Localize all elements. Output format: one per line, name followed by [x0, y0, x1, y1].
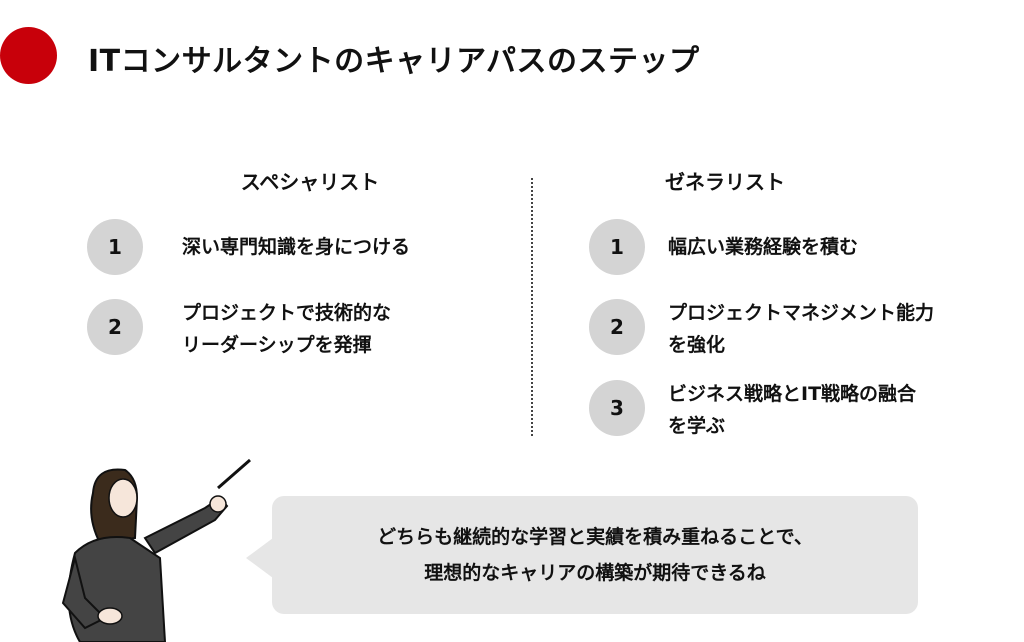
specialist-heading: スペシャリスト [240, 170, 380, 194]
presenter-woman-illustration [61, 458, 251, 642]
step-text: リーダーシップを発揮 [182, 334, 372, 356]
step-text: プロジェクトマネジメント能力 [668, 302, 935, 324]
red-circle-marker [0, 27, 57, 84]
step-text: 幅広い業務経験を積む [668, 236, 859, 258]
column-divider [531, 178, 533, 436]
specialist-step-2: プロジェクトで技術的なリーダーシップを発揮 [182, 297, 391, 361]
step-text: を強化 [668, 334, 726, 356]
step-number-badge: 1 [589, 219, 645, 275]
specialist-step-1: 深い専門知識を身につける [182, 231, 410, 263]
generalist-heading: ゼネラリスト [665, 170, 785, 194]
step-number-badge: 2 [87, 299, 143, 355]
step-text: 深い専門知識を身につける [182, 236, 411, 258]
step-text: ビジネス戦略とIT戦略の融合 [668, 383, 917, 405]
speech-bubble-tail [246, 538, 273, 578]
step-number-badge: 3 [589, 380, 645, 436]
step-number-badge: 2 [589, 299, 645, 355]
speech-line: どちらも継続的な学習と実績を積み重ねることで、 [377, 526, 813, 548]
page-title: ITコンサルタントのキャリアパスのステップ [88, 44, 700, 79]
speech-bubble: どちらも継続的な学習と実績を積み重ねることで、 理想的なキャリアの構築が期待でき… [272, 496, 918, 614]
step-text: プロジェクトで技術的な [182, 302, 392, 324]
generalist-step-2: プロジェクトマネジメント能力を強化 [668, 297, 934, 361]
generalist-step-1: 幅広い業務経験を積む [668, 231, 858, 263]
step-text: を学ぶ [668, 415, 726, 437]
step-number-badge: 1 [87, 219, 143, 275]
speech-line: 理想的なキャリアの構築が期待できるね [424, 562, 766, 584]
generalist-step-3: ビジネス戦略とIT戦略の融合を学ぶ [668, 378, 916, 442]
